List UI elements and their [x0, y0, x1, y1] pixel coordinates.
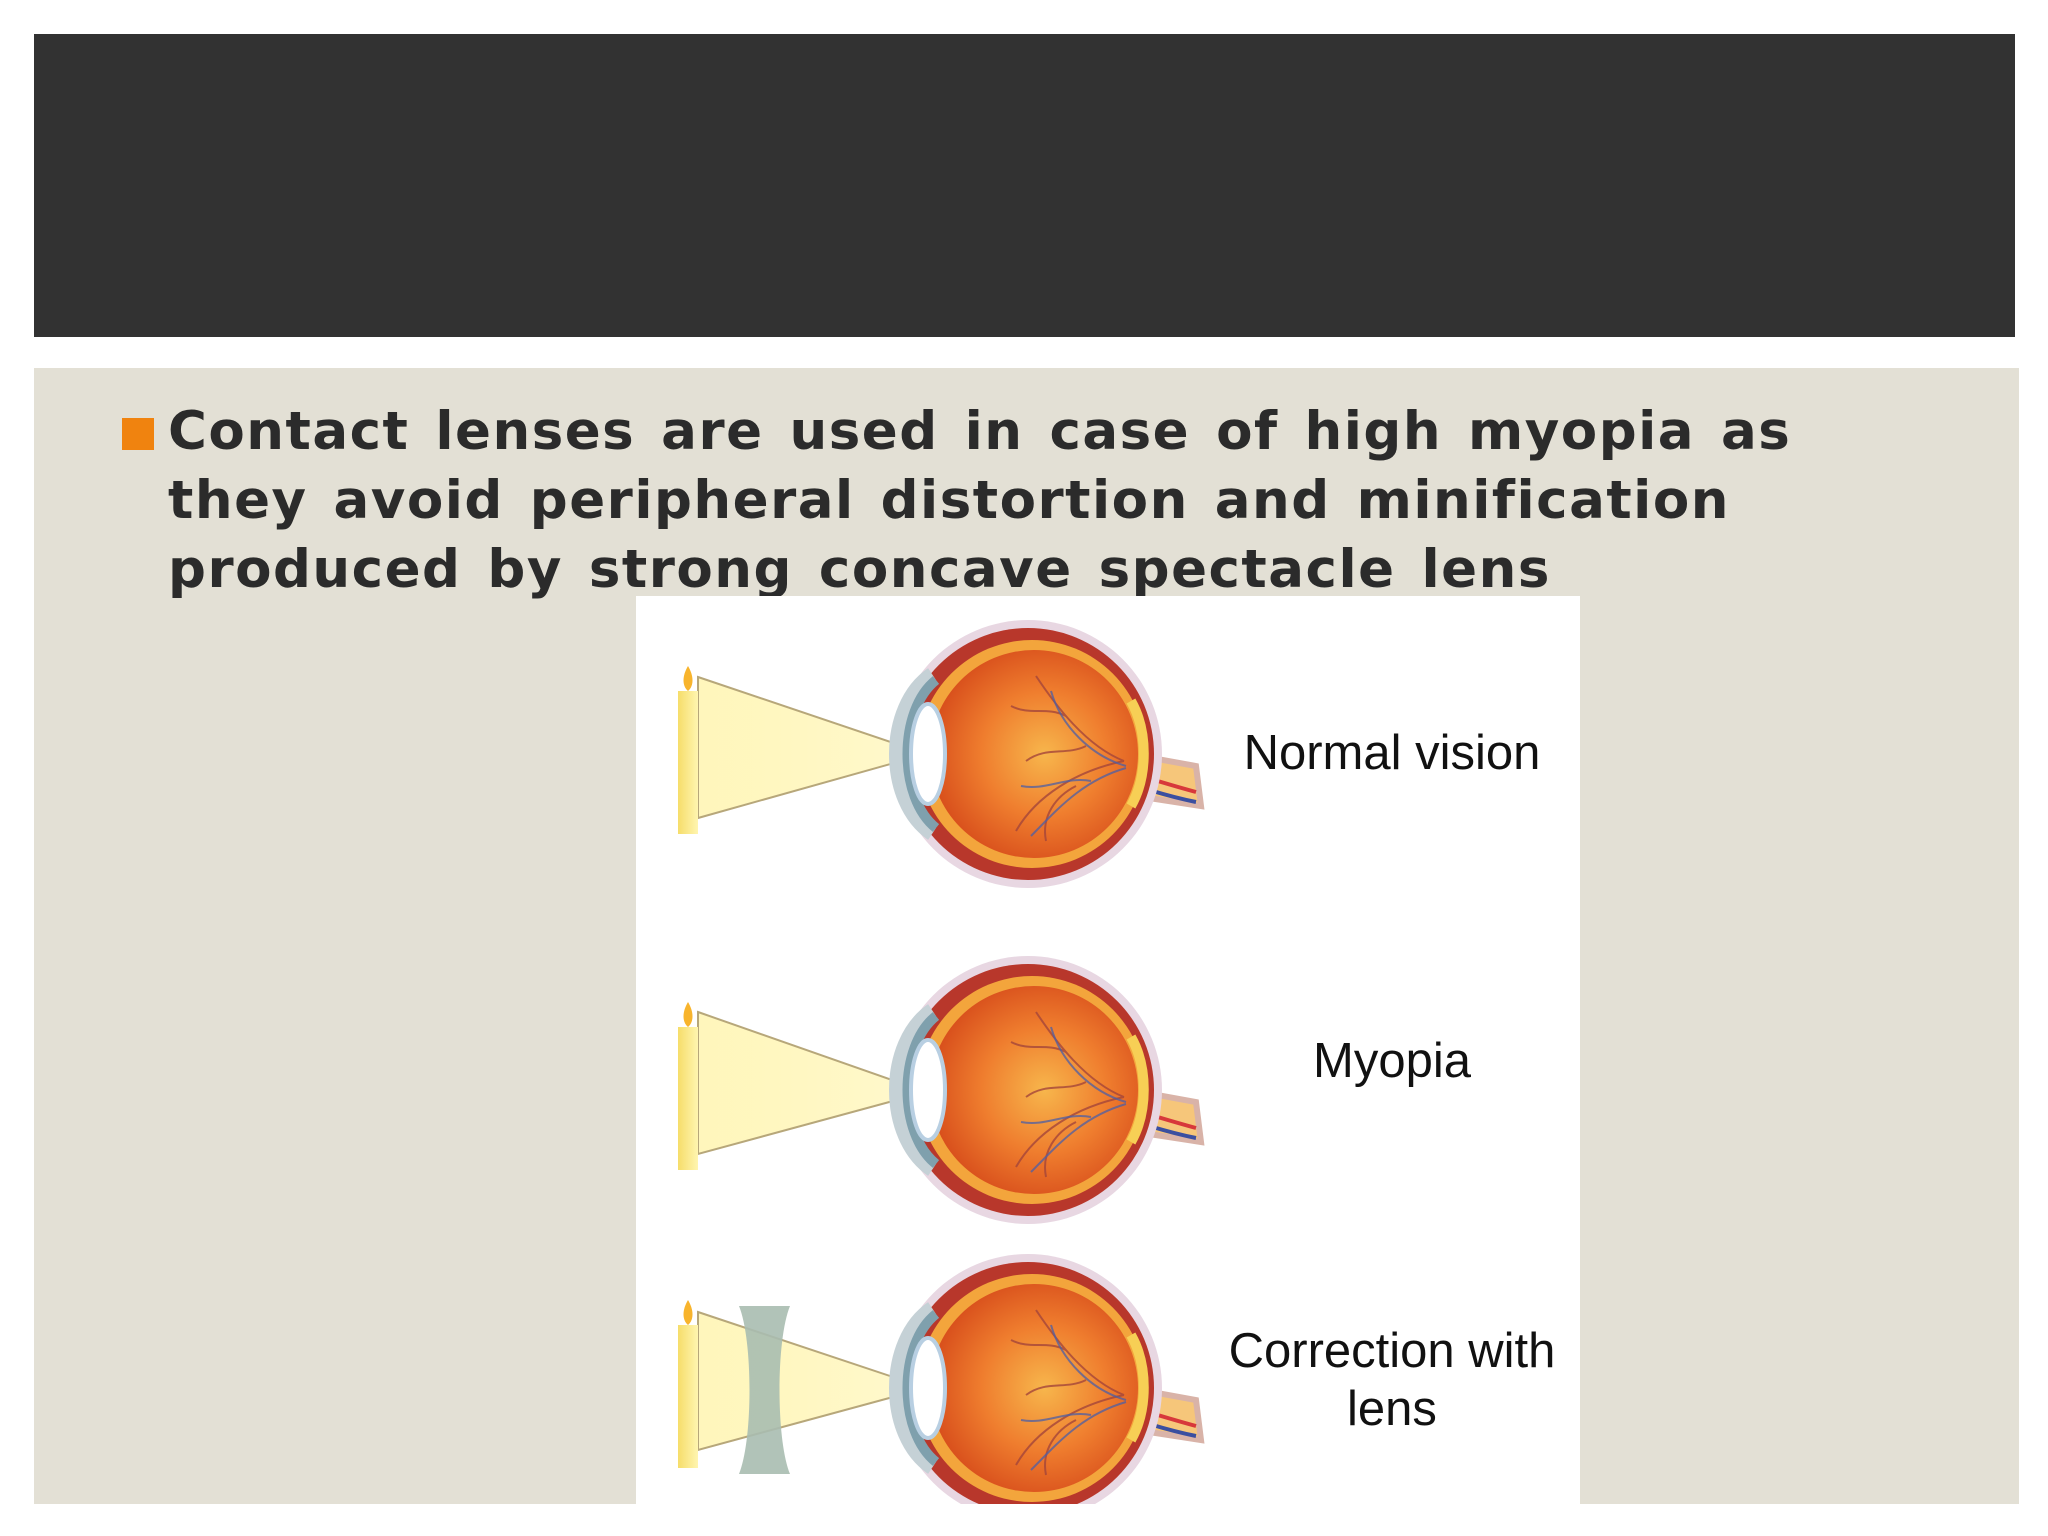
title-band: [34, 34, 2015, 337]
eye-diagram-figure: Normal vision Myopia Correction with len…: [636, 596, 1580, 1504]
correction-eye: [678, 1254, 1201, 1504]
eye-diagram-illustration: [678, 596, 1580, 1504]
concave-lens-icon: [739, 1306, 790, 1474]
normal-vision-eye: [678, 620, 1201, 888]
bullet-square-icon: [122, 418, 154, 450]
bullet-text: Contact lenses are used in case of high …: [168, 401, 1792, 600]
myopia-eye: [678, 956, 1201, 1224]
